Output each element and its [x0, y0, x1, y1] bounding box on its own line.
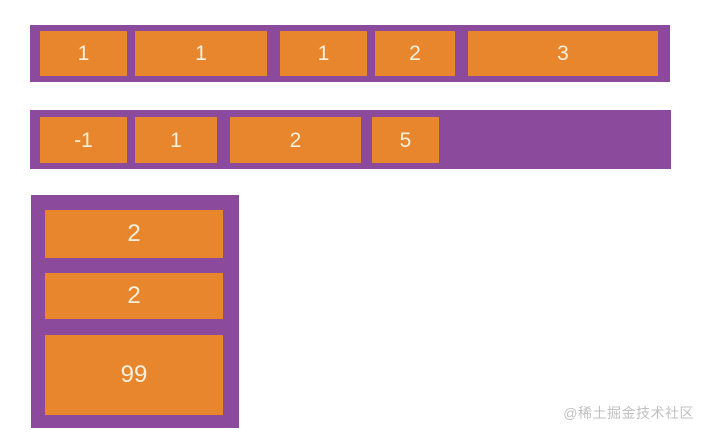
flex-item-label: 5: [399, 128, 412, 152]
flex-item: 1: [135, 31, 267, 76]
flex-item-label: 1: [77, 42, 90, 65]
flex-item: 2: [375, 31, 455, 76]
flex-item-label: 1: [195, 42, 207, 65]
flex-item: 2: [230, 117, 361, 163]
flex-item-label: -1: [74, 128, 93, 152]
flex-row-container-middle: -1 1 2 5: [30, 110, 671, 169]
flex-item: 1: [135, 117, 217, 163]
flex-item: 3: [468, 31, 658, 76]
flex-item-label: 2: [289, 128, 302, 152]
flex-row-container-top: 1 1 1 2 3: [30, 25, 670, 82]
flex-item: 2: [45, 210, 223, 258]
flex-item-label: 1: [317, 42, 330, 65]
flex-item: 2: [45, 273, 223, 319]
flex-item-label: 1: [170, 128, 182, 152]
flex-item: 5: [372, 117, 439, 163]
flex-item-label: 3: [557, 42, 569, 65]
flex-item-label: 2: [409, 42, 421, 65]
flex-item: -1: [40, 117, 127, 163]
flex-item-label: 99: [120, 361, 148, 388]
flex-item: 99: [45, 335, 223, 415]
flex-item: 1: [280, 31, 367, 76]
flex-item-label: 2: [127, 220, 141, 247]
flex-column-container-bottom: 2 2 99: [31, 195, 239, 428]
flex-item-label: 2: [127, 282, 141, 309]
flex-item: 1: [40, 31, 127, 76]
juejin-watermark: @稀土掘金技术社区: [563, 405, 694, 421]
